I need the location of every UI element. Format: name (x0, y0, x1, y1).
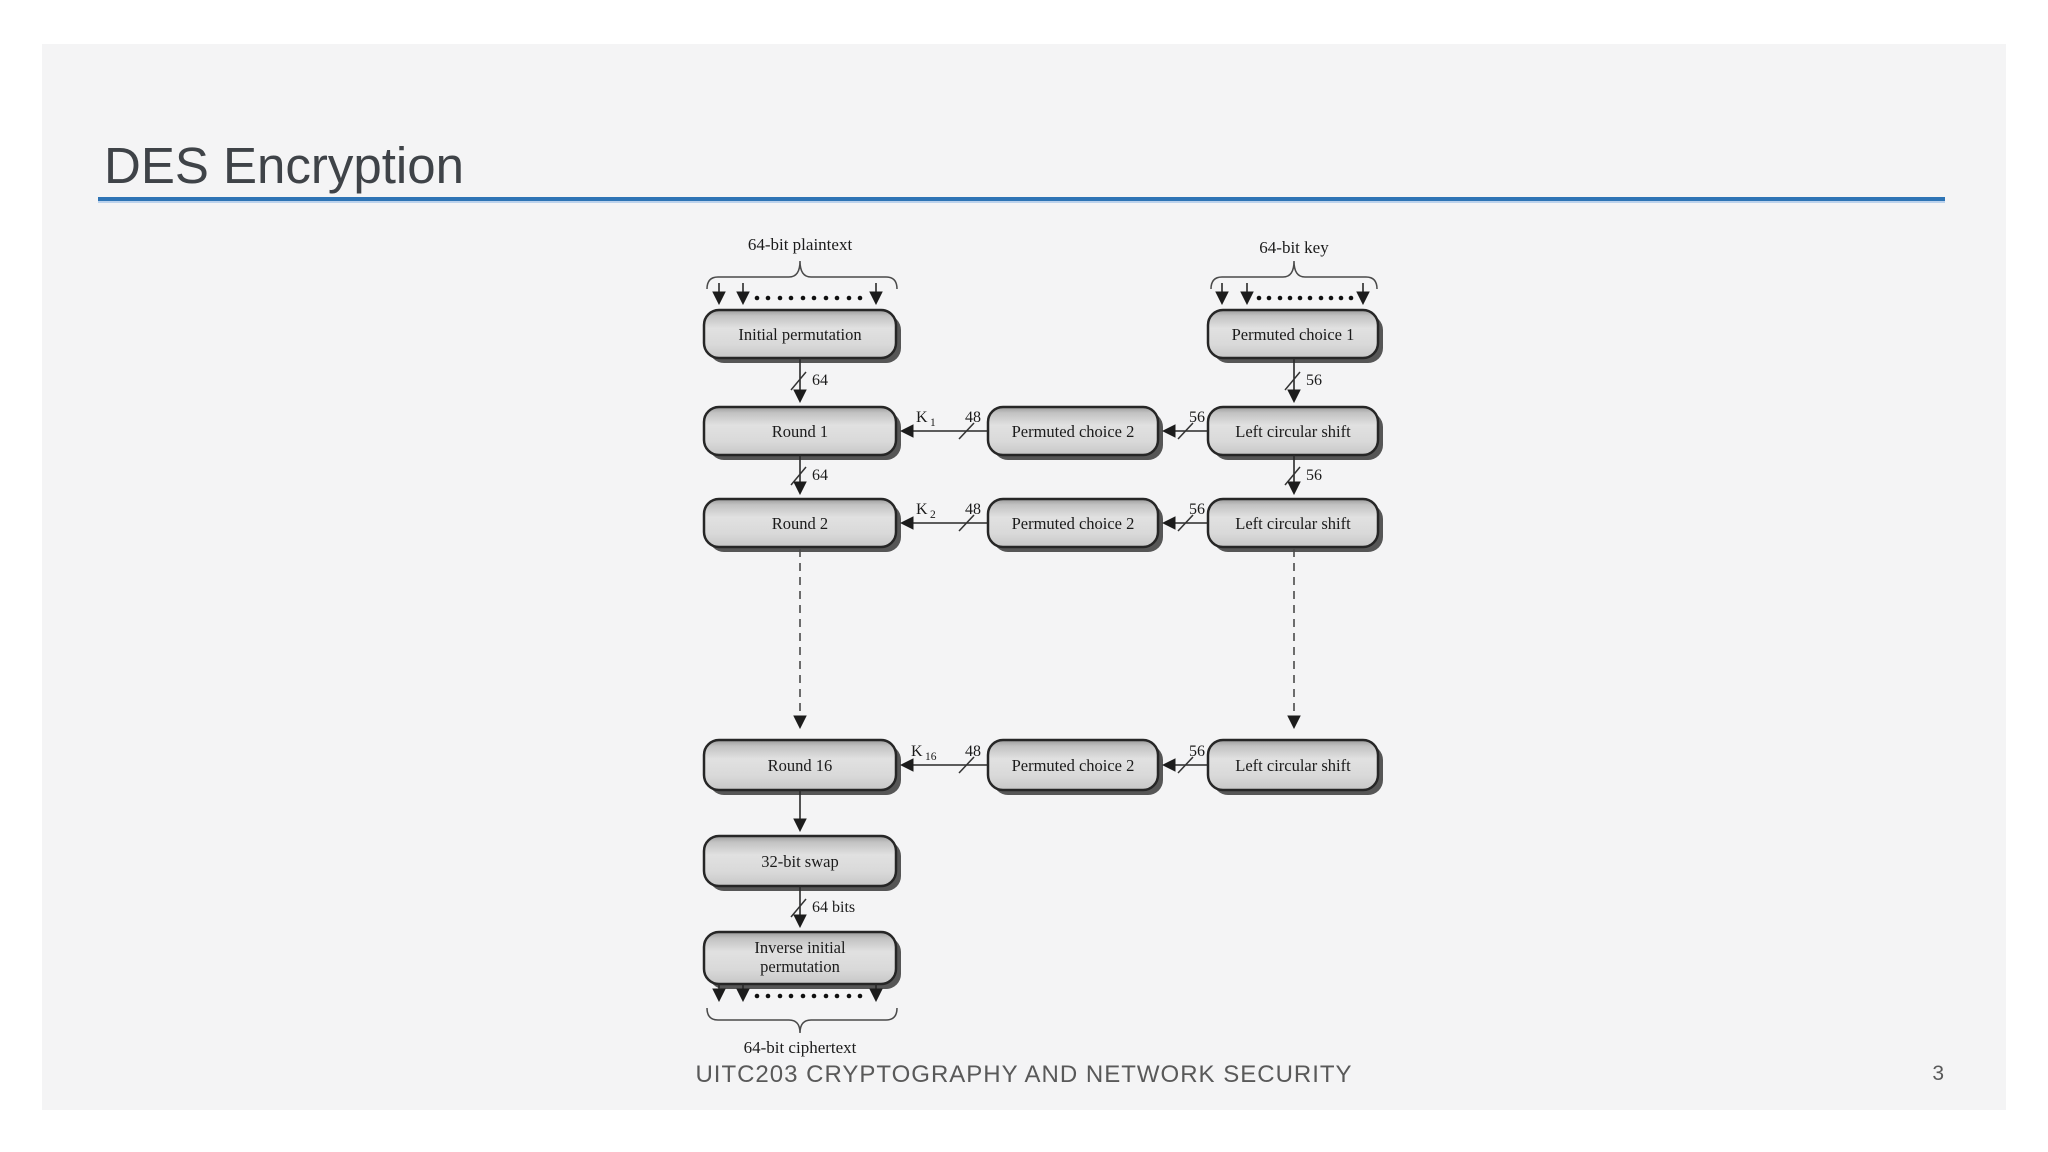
ellipsis-dots (754, 295, 863, 301)
wire-width-label: 48 (965, 409, 981, 426)
box-permuted-choice-1: Permuted choice 1 (1206, 308, 1383, 363)
box-round-16: Round 16 (702, 738, 901, 795)
wire-width-label: 56 (1189, 743, 1205, 760)
plaintext-label: 64-bit plaintext (748, 235, 853, 254)
box-permuted-choice-2-row16: Permuted choice 2 (986, 738, 1163, 795)
wire-swap-to-iip: 64 bits (790, 886, 855, 929)
plaintext-input-group: 64-bit plaintext (706, 235, 898, 306)
wire-width-label: 56 (1189, 409, 1205, 426)
wire-pc2-to-round2: K 2 48 (899, 501, 988, 532)
wire-width-label: 56 (1306, 372, 1322, 389)
box-label: Initial permutation (738, 325, 861, 344)
wire-width-label: 56 (1306, 467, 1322, 484)
box-label: Permuted choice 2 (1012, 756, 1135, 775)
wire-round1-to-round2: 64 (790, 455, 828, 496)
box-label: Permuted choice 2 (1012, 514, 1135, 533)
wire-width-label: 64 bits (812, 899, 855, 916)
footer-text: UITC203 CRYPTOGRAPHY AND NETWORK SECURIT… (695, 1061, 1353, 1088)
ciphertext-output-group: 64-bit ciphertext (706, 984, 898, 1057)
box-permuted-choice-2-row1: Permuted choice 2 (986, 405, 1163, 460)
ciphertext-label: 64-bit ciphertext (744, 1038, 857, 1057)
subkey-label: K (916, 409, 928, 426)
box-label-line2: permutation (760, 957, 840, 976)
box-label: Round 2 (772, 514, 828, 533)
wire-pc2-to-round1: K 1 48 (899, 409, 988, 440)
page-number: 3 (1932, 1062, 1944, 1085)
key-brace (1210, 260, 1378, 290)
wire-lcs-to-pc2-row2: 56 (1161, 501, 1208, 532)
box-label: Permuted choice 2 (1012, 422, 1135, 441)
box-inverse-initial-permutation: Inverse initial permutation (702, 930, 901, 989)
box-label-line1: Inverse initial (754, 938, 846, 957)
box-left-circular-shift-row1: Left circular shift (1206, 405, 1383, 460)
box-label: Round 16 (768, 756, 833, 775)
box-label: Permuted choice 1 (1232, 325, 1355, 344)
title-accent-rule (98, 197, 1945, 201)
wire-width-label: 64 (812, 467, 828, 484)
wire-ip-to-round1: 64 (790, 358, 828, 404)
wire-pc2-to-round16: K 16 48 (899, 743, 988, 774)
subkey-index: 1 (930, 417, 936, 429)
box-label: Left circular shift (1235, 422, 1351, 441)
ellipsis-dots (754, 993, 863, 999)
wire-lcs-to-pc2-row1: 56 (1161, 409, 1208, 440)
wire-width-label: 64 (812, 372, 828, 389)
subkey-index: 2 (930, 509, 936, 521)
subkey-index: 16 (925, 751, 937, 763)
wire-pc1-to-lcs1: 56 (1284, 358, 1322, 404)
box-label: 32-bit swap (761, 852, 838, 871)
wire-width-label: 48 (965, 501, 981, 518)
box-label: Left circular shift (1235, 756, 1351, 775)
ellipsis-dots (1256, 295, 1354, 301)
box-label: Round 1 (772, 422, 828, 441)
slide: DES Encryption UITC203 CRYPTOGRAPHY AND … (42, 44, 2006, 1110)
box-left-circular-shift-row2: Left circular shift (1206, 497, 1383, 552)
ciphertext-brace (706, 1007, 898, 1034)
box-round-1: Round 1 (702, 405, 901, 460)
box-label: Left circular shift (1235, 514, 1351, 533)
page-title: DES Encryption (104, 137, 464, 194)
wire-width-label: 56 (1189, 501, 1205, 518)
subkey-label: K (911, 743, 923, 760)
wire-lcs-to-pc2-row16: 56 (1161, 743, 1208, 774)
wire-lcs1-to-lcs2: 56 (1284, 455, 1322, 496)
wire-width-label: 48 (965, 743, 981, 760)
box-permuted-choice-2-row2: Permuted choice 2 (986, 497, 1163, 552)
box-initial-permutation: Initial permutation (702, 308, 901, 363)
box-32-bit-swap: 32-bit swap (702, 834, 901, 891)
box-left-circular-shift-row16: Left circular shift (1206, 738, 1383, 795)
key-input-group: 64-bit key (1210, 238, 1378, 306)
key-label: 64-bit key (1259, 238, 1329, 257)
plaintext-brace (706, 260, 898, 290)
box-round-2: Round 2 (702, 497, 901, 552)
subkey-label: K (916, 501, 928, 518)
